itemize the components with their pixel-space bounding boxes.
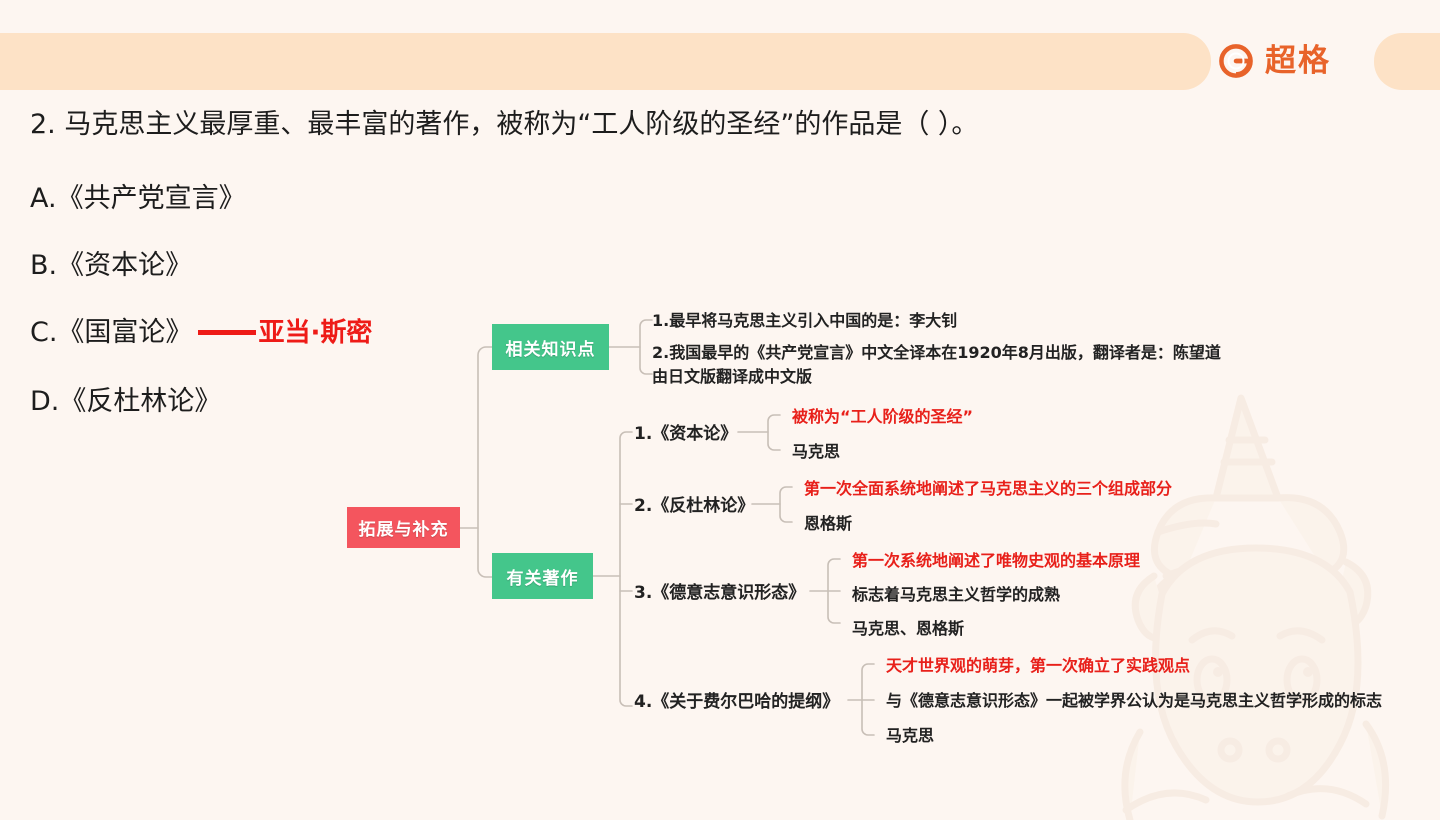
work-4-detail-3: 马克思 <box>886 726 935 745</box>
header-band-left <box>0 33 1211 90</box>
work-3-detail-3: 马克思、恩格斯 <box>852 619 965 638</box>
work-2-detail-2: 恩格斯 <box>804 514 853 533</box>
option-c-annotation: 亚当·斯密 <box>198 320 372 346</box>
work-3-detail-1: 第一次系统地阐述了唯物史观的基本原理 <box>852 551 1141 570</box>
annotation-dash-icon <box>198 330 257 335</box>
work-4-title: 4.《关于费尔巴哈的提纲》 <box>634 692 840 712</box>
header-band-right <box>1374 33 1440 90</box>
mindmap-root-node[interactable]: 拓展与补充 <box>347 507 460 548</box>
knowledge-item-1: 1.最早将马克思主义引入中国的是：李大钊 <box>652 311 958 330</box>
option-b-label: B.《资本论》 <box>30 250 193 281</box>
work-1-detail-2: 马克思 <box>792 442 841 461</box>
mindmap-branch-works[interactable]: 有关著作 <box>492 553 593 599</box>
mindmap-branch-knowledge-label: 相关知识点 <box>505 339 596 360</box>
question-block: 2. 马克思主义最厚重、最丰富的著作，被称为“工人阶级的圣经”的作品是（ ）。 <box>30 108 1210 142</box>
question-text: 2. 马克思主义最厚重、最丰富的著作，被称为“工人阶级的圣经”的作品是（ ）。 <box>30 109 979 140</box>
brand-name: 超格 <box>1265 42 1331 79</box>
g-logo-icon <box>1219 44 1253 78</box>
brand-logo: 超格 <box>1216 36 1331 86</box>
work-1-detail-1: 被称为“工人阶级的圣经” <box>792 407 974 426</box>
work-4-detail-1: 天才世界观的萌芽，第一次确立了实践观点 <box>886 656 1191 675</box>
mindmap-branch-knowledge[interactable]: 相关知识点 <box>492 324 609 370</box>
mindmap-root-label: 拓展与补充 <box>358 520 449 540</box>
option-b[interactable]: B.《资本论》 <box>30 252 192 279</box>
knowledge-item-2-cont: 由日文版翻译成中文版 <box>652 367 813 386</box>
work-4-detail-2: 与《德意志意识形态》一起被学界公认为是马克思主义哲学形成的标志 <box>886 691 1383 710</box>
work-3-title: 3.《德意志意识形态》 <box>634 583 806 603</box>
work-1-title: 1.《资本论》 <box>634 424 738 444</box>
option-c[interactable]: C.《国富论》 亚当·斯密 <box>30 319 372 346</box>
work-2-detail-1: 第一次全面系统地阐述了马克思主义的三个组成部分 <box>804 479 1173 498</box>
option-a[interactable]: A.《共产党宣言》 <box>30 185 246 212</box>
work-2-title: 2.《反杜林论》 <box>634 496 755 516</box>
option-d[interactable]: D.《反杜林论》 <box>30 388 221 415</box>
option-c-label: C.《国富论》 <box>30 317 193 348</box>
option-d-label: D.《反杜林论》 <box>30 386 222 417</box>
option-a-label: A.《共产党宣言》 <box>30 183 246 214</box>
work-3-detail-2: 标志着马克思主义哲学的成熟 <box>852 585 1061 604</box>
knowledge-item-2: 2.我国最早的《共产党宣言》中文全译本在1920年8月出版，翻译者是：陈望道 <box>652 343 1221 362</box>
option-c-annotation-text: 亚当·斯密 <box>258 317 373 348</box>
mindmap-branch-works-label: 有关著作 <box>506 568 579 589</box>
